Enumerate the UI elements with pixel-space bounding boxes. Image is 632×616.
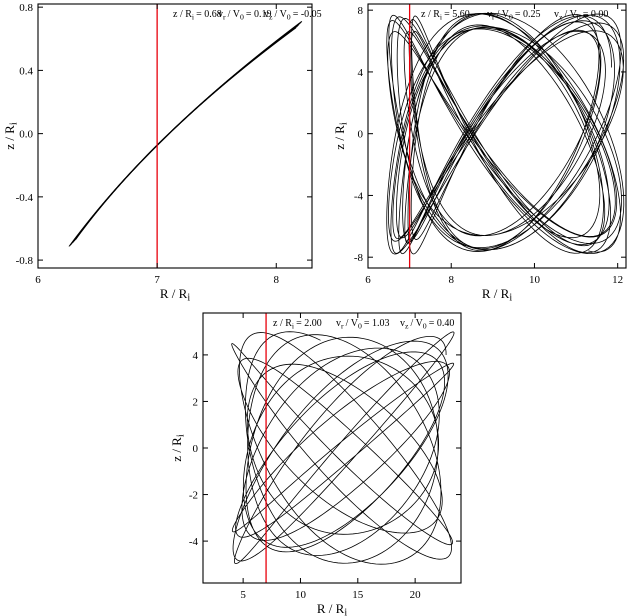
panel-2-xtick-label: 10 [529, 274, 541, 286]
panel-3-ticks: 5 10 15 20 -4 -2 0 2 4 [189, 313, 461, 601]
panel-2-ytick-label: 8 [358, 5, 364, 17]
panel-1-orbit-line [72, 24, 300, 244]
panel-1-orbit-line [75, 27, 297, 240]
panel-3-frame [202, 312, 462, 584]
panel-3-ytick-label: 0 [193, 443, 199, 455]
panel-1-annotation-z: z / Ri= 0.68 [173, 9, 222, 22]
panel-2-annotation-vz: vz/ V0= 0.00 [554, 9, 608, 22]
panel-3: 5 10 15 20 -4 -2 0 2 4 z / Ri= 2.00 vr/ V0= 1.03… [169, 312, 462, 616]
panel-3-orbit-lines [231, 331, 455, 565]
panel-3-ytick-label: 4 [193, 350, 199, 362]
panel-3-annotation-z: z / Ri= 2.00 [273, 318, 322, 331]
panel-2-ytick-label: -4 [354, 190, 364, 202]
panel-3-orbit-line [231, 331, 455, 565]
panel-3-annotation-vz: vz/ V0= 0.40 [400, 318, 454, 331]
panel-3-ytick-label: 2 [193, 396, 199, 408]
panel-3-annotation-vr: vr/ V0= 1.03 [336, 318, 389, 331]
panel-3-xtick-label: 20 [410, 589, 422, 601]
panel-3-xtick-label: 5 [240, 589, 246, 601]
panel-1-ytick-label: -0.8 [16, 255, 34, 267]
panel-2-ytick-label: 4 [358, 67, 364, 79]
panel-3-ytick-label: -4 [189, 536, 199, 548]
panel-3-xlabel: R / Ri [317, 601, 347, 616]
panel-2-ticks: 6 8 10 12 -8 -4 0 4 8 [354, 4, 626, 286]
panel-1-ylabel: z / Ri [2, 122, 20, 150]
panel-2-xtick-label: 8 [448, 274, 454, 286]
panel-2-xtick-label: 6 [365, 274, 371, 286]
panel-1-ytick-label: 0.0 [19, 129, 33, 141]
panel-2-orbit-lines [386, 12, 625, 255]
panel-2-ytick-label: 0 [358, 129, 364, 141]
panel-2-ytick-label: -8 [354, 252, 364, 264]
panel-2-ylabel: z / Ri [332, 122, 350, 150]
panel-2-annotation-vr: vr/ V0= 0.25 [487, 9, 540, 22]
panel-1-orbit-lines [68, 20, 303, 247]
panel-1-annotation-vz: vz/ V0= -0.05 [264, 9, 322, 22]
panel-1-xlabel: R / Ri [160, 286, 190, 304]
panel-3-ylabel: z / Ri [169, 434, 187, 462]
panel-1-orbit-line [69, 22, 301, 245]
panel-1-ytick-label: 0.8 [19, 2, 33, 14]
panel-3-ytick-label: -2 [189, 490, 198, 502]
panel-1-ticks: 6 7 8 -0.8 -0.4 0.0 0.4 0.8 [16, 2, 312, 286]
panel-1-orbit-line [68, 20, 303, 247]
panel-3-xtick-label: 15 [352, 589, 364, 601]
panel-1-ytick-label: -0.4 [16, 192, 34, 204]
panel-2-orbit-line [386, 12, 625, 255]
panel-2-xtick-label: 12 [612, 274, 623, 286]
panel-1: 6 7 8 -0.8 -0.4 0.0 0.4 0.8 z / Ri= 0.68 vr/ V0… [2, 2, 322, 303]
panel-1-xtick-label: 7 [154, 274, 160, 286]
panel-3-xtick-label: 10 [295, 589, 307, 601]
panel-1-xtick-label: 8 [274, 274, 280, 286]
panel-1-frame [37, 3, 313, 269]
panel-1-ytick-label: 0.4 [19, 65, 33, 77]
panel-2-annotation-z: z / Ri= 5.60 [421, 9, 470, 22]
panel-1-annotation-vr: vr/ V0= 0.19 [218, 9, 271, 22]
panel-1-xtick-label: 6 [35, 274, 41, 286]
panel-2-xlabel: R / Ri [482, 286, 512, 304]
panel-1-orbit-line [73, 25, 298, 242]
panel-2-frame [367, 3, 627, 269]
